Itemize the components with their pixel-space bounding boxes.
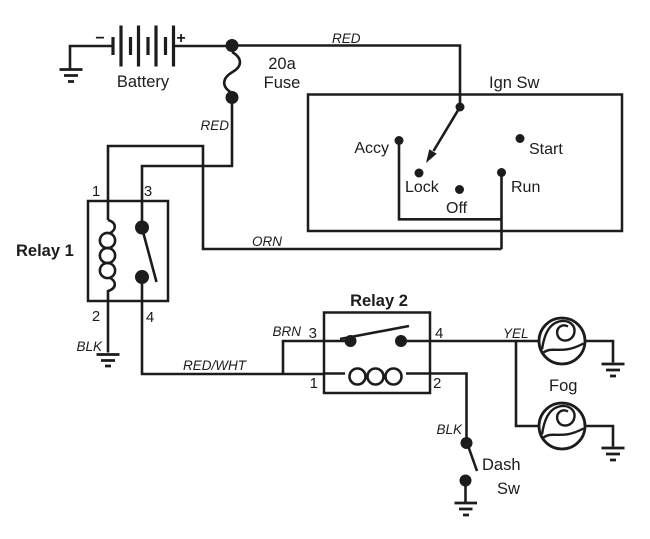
relay2-pin-2: 2 [433, 375, 441, 392]
ground-bars [601, 362, 625, 378]
key-pointer-arrowhead-icon [426, 149, 437, 163]
position-dot-start [515, 134, 525, 143]
wire-red-fuse-to-relay1 [140, 97, 234, 228]
ground-bars [59, 68, 83, 83]
relay1-coil-loop [98, 246, 117, 265]
relay1-label: Relay 1 [16, 242, 74, 260]
relay1-coil-entry [107, 218, 117, 235]
ignition-switch: Ign Sw Accy Lock Off Run Start [306, 74, 624, 249]
battery-minus-sign: − [95, 30, 104, 47]
relay1-coil-loop [98, 261, 117, 280]
fog-bottom-ground-wire [585, 424, 615, 447]
battery-short-plates [111, 37, 168, 55]
position-dot-off [455, 185, 464, 194]
relay2-switch-blade [339, 324, 410, 341]
relay2-coil-loop [366, 367, 385, 386]
battery-plus-sign: + [176, 30, 185, 47]
ground-bars [454, 501, 477, 517]
wire-label-blk-dash: BLK [436, 422, 463, 437]
fog-lamp-bottom [537, 401, 625, 462]
relay1-pin-1: 1 [92, 183, 100, 200]
relay1-pin-3: 3 [144, 183, 152, 200]
wire-brn-branch [281, 339, 351, 374]
wire-label-yel: YEL [503, 326, 529, 341]
position-label-lock: Lock [405, 179, 440, 196]
relay1-pin-4: 4 [146, 309, 154, 326]
dash-switch-label-line1: Dash [482, 456, 521, 474]
fuse-label: Fuse [264, 74, 301, 92]
relay-1: Relay 1 1 3 2 4 BLK [16, 183, 170, 368]
relay1-box [86, 199, 170, 303]
wire-fog-branch [514, 341, 539, 428]
wire-red-wht-relay1-to-relay2 [140, 277, 325, 376]
fog-top-ground-wire [585, 339, 615, 363]
wire-label-orn: ORN [252, 234, 282, 249]
relay2-coil-loop [348, 367, 367, 386]
relay1-switch-blade [140, 227, 158, 283]
wire-orn-ignition-to-relay1-coil [106, 144, 502, 251]
fuse: 20a Fuse [222, 39, 301, 104]
ground-bars [96, 353, 120, 368]
dash-switch-top-contact [460, 437, 473, 449]
relay2-pin-1: 1 [310, 375, 318, 392]
relay-2: Relay 2 3 4 1 2 [309, 292, 443, 395]
wire-label-blk-relay1: BLK [76, 339, 103, 354]
battery-negative-wire [68, 44, 113, 69]
fuse-element [222, 50, 242, 95]
wire-accy-run-junction [397, 140, 503, 249]
wire-blk-relay2-to-dash [430, 372, 468, 440]
relay1-ground-symbol [96, 353, 120, 368]
relay1-coil-exit [107, 276, 117, 293]
battery-long-plates [119, 25, 176, 67]
fog-lamp-top [537, 316, 625, 378]
position-label-accy: Accy [354, 140, 389, 157]
battery-ground-symbol [59, 68, 83, 83]
position-label-run: Run [511, 179, 540, 196]
ground-bars [601, 446, 625, 462]
position-label-off: Off [446, 200, 468, 217]
relay2-pin-3: 3 [309, 325, 317, 342]
wire-red-battery-to-ignition [232, 44, 462, 107]
ignition-switch-box [306, 93, 624, 233]
battery-label: Battery [117, 73, 170, 91]
relay2-pin-4: 4 [435, 325, 443, 342]
position-dot-lock [414, 168, 424, 178]
wire-label-brn: BRN [272, 324, 301, 339]
ignition-switch-label: Ign Sw [489, 74, 540, 92]
relay2-coil-loop [384, 367, 403, 386]
position-label-start: Start [529, 141, 563, 158]
wire-label-red-fuse: RED [200, 118, 229, 133]
dash-switch: Dash Sw [454, 437, 521, 517]
fuse-rating: 20a [268, 55, 296, 73]
battery: − + Battery [59, 25, 232, 91]
fog-label: Fog [549, 377, 577, 395]
dash-switch-blade [467, 446, 479, 472]
key-pointer-shaft [432, 106, 462, 152]
wire-label-red-top: RED [332, 31, 361, 46]
relay1-contact-top [135, 220, 149, 235]
relay1-coil-loop [98, 231, 117, 250]
wire-label-red-wht: RED/WHT [183, 358, 248, 373]
relay1-pin-2: 2 [92, 308, 100, 325]
dash-switch-label-line2: Sw [497, 480, 520, 498]
relay2-label: Relay 2 [350, 292, 408, 310]
relay2-box [322, 311, 432, 395]
